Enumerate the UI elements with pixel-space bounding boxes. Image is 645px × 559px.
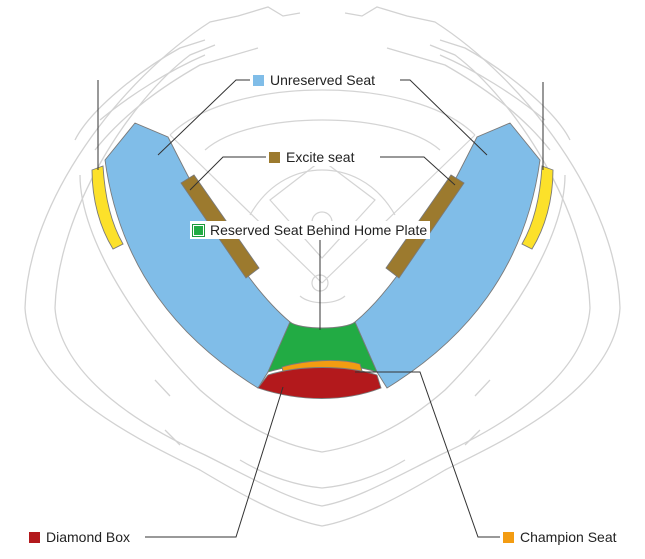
legend-diamond-box-label: Diamond Box <box>46 529 131 545</box>
legend-diamond-box[interactable]: Diamond Box <box>26 528 134 546</box>
legend-unreserved-seat[interactable]: Unreserved Seat <box>250 71 379 89</box>
field-seat-left-zone[interactable] <box>91 165 124 250</box>
legend-champion-label: Champion Seat <box>520 529 617 545</box>
unreserved-seat-swatch <box>253 74 264 86</box>
unreserved-seat-right-zone[interactable] <box>354 122 541 389</box>
diamond-box-swatch <box>29 531 40 543</box>
reserved-behind-home-swatch <box>192 223 205 237</box>
legend-champion-seat[interactable]: Champion Seat <box>500 528 620 546</box>
excite-seat-swatch <box>269 151 280 163</box>
legend-reserved-behind-home[interactable]: Reserved Seat Behind Home Plate <box>190 221 431 239</box>
stadium-outline <box>24 6 621 527</box>
field-seat-right-zone[interactable] <box>521 165 554 250</box>
leader-lines <box>97 79 544 538</box>
champion-seat-swatch <box>503 531 514 543</box>
unreserved-seat-left-zone[interactable] <box>104 122 291 389</box>
legend-unreserved-label: Unreserved Seat <box>270 72 376 88</box>
diamond-box-zone[interactable] <box>257 367 382 399</box>
legend-behind-home-label: Reserved Seat Behind Home Plate <box>210 222 428 238</box>
legend-excite-label: Excite seat <box>286 149 355 165</box>
legend-excite-seat[interactable]: Excite seat <box>266 148 358 166</box>
